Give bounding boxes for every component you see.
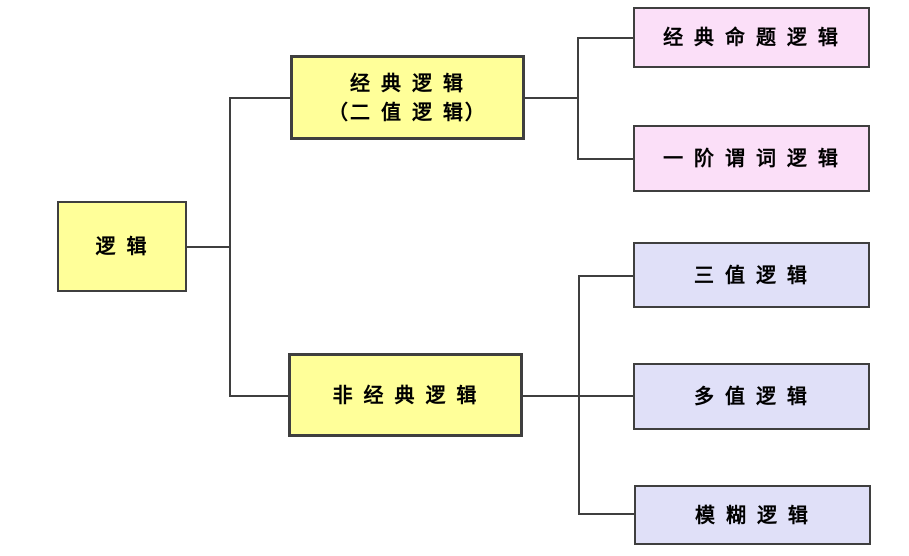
connector-to-three-valued xyxy=(578,275,634,277)
connector-trunk-to-nonclassical xyxy=(229,395,289,397)
node-classical-logic-label-line1: 经 典 逻 辑 xyxy=(350,70,465,95)
connector-to-fuzzy xyxy=(578,513,635,515)
node-classical-logic: 经 典 逻 辑 （二 值 逻 辑） xyxy=(290,55,525,140)
connector-trunk-level1 xyxy=(229,97,231,397)
node-classical-propositional-logic: 经 典 命 题 逻 辑 xyxy=(633,7,870,68)
node-classical-logic-label-line2: （二 值 逻 辑） xyxy=(328,99,487,124)
node-non-classical-logic: 非 经 典 逻 辑 xyxy=(288,353,523,437)
connector-trunk-classical-children xyxy=(577,37,579,160)
connector-root-to-trunk xyxy=(186,246,230,248)
node-fuzzy-logic-label: 模 糊 逻 辑 xyxy=(695,502,810,527)
node-fuzzy-logic: 模 糊 逻 辑 xyxy=(634,485,871,545)
node-classical-propositional-logic-label: 经 典 命 题 逻 辑 xyxy=(663,25,840,49)
node-three-valued-logic-label: 三 值 逻 辑 xyxy=(694,262,809,287)
node-many-valued-logic: 多 值 逻 辑 xyxy=(633,363,870,430)
connector-classical-to-trunk2 xyxy=(525,97,578,99)
node-many-valued-logic-label: 多 值 逻 辑 xyxy=(694,384,809,408)
connector-trunk-to-classical xyxy=(229,97,291,99)
connector-to-predicate xyxy=(577,158,634,160)
connector-trunk-nonclassical-children xyxy=(578,275,580,515)
node-logic-label: 逻 辑 xyxy=(95,234,149,258)
node-three-valued-logic: 三 值 逻 辑 xyxy=(633,242,870,308)
node-logic: 逻 辑 xyxy=(57,201,187,292)
node-first-order-predicate-logic-label: 一 阶 谓 词 逻 辑 xyxy=(663,146,840,170)
connector-to-propositional xyxy=(577,37,634,39)
node-non-classical-logic-label: 非 经 典 逻 辑 xyxy=(332,382,479,407)
node-first-order-predicate-logic: 一 阶 谓 词 逻 辑 xyxy=(633,125,870,192)
